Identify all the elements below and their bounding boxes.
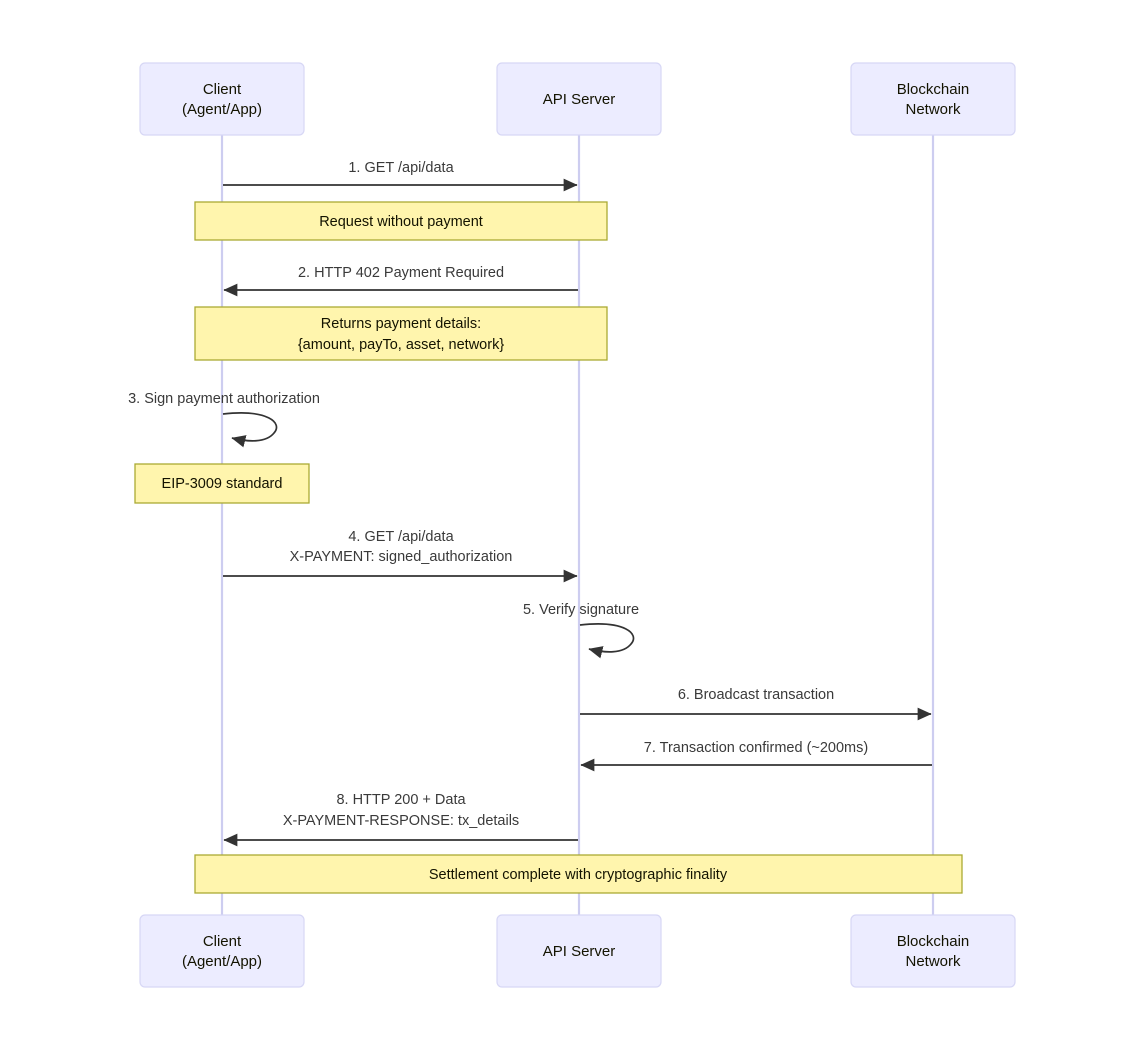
- actor-label-client-bottom-line2: (Agent/App): [182, 953, 262, 970]
- message-4-label-line2: X-PAYMENT: signed_authorization: [290, 549, 513, 565]
- note-box-returns-payment-details[interactable]: [194, 306, 608, 361]
- actor-label-api-server-top-line1: API Server: [543, 91, 616, 108]
- actor-label-client-bottom-line1: Client: [203, 933, 242, 950]
- message-5-verify-signature[interactable]: 5. Verify signature: [523, 602, 639, 659]
- message-6-broadcast-transaction[interactable]: 6. Broadcast transaction: [580, 687, 932, 721]
- message-2-label: 2. HTTP 402 Payment Required: [298, 265, 504, 281]
- message-1-get-api-data[interactable]: 1. GET /api/data: [223, 160, 578, 192]
- message-7-transaction-confirmed[interactable]: 7. Transaction confirmed (~200ms): [580, 740, 932, 772]
- actor-footer-blockchain-network[interactable]: Blockchain Network: [850, 914, 1016, 988]
- actor-header-client[interactable]: Client (Agent/App): [139, 62, 305, 136]
- message-6-label: 6. Broadcast transaction: [678, 687, 834, 703]
- note-text-returns-payment-details-line1: Returns payment details:: [321, 316, 481, 332]
- note-returns-payment-details[interactable]: Returns payment details: {amount, payTo,…: [194, 306, 608, 361]
- actor-label-blockchain-top-line2: Network: [905, 101, 961, 118]
- note-text-returns-payment-details-line2: {amount, payTo, asset, network}: [298, 337, 504, 353]
- message-1-label: 1. GET /api/data: [348, 160, 454, 176]
- message-8-label-line1: 8. HTTP 200 + Data: [336, 792, 466, 808]
- actor-box-blockchain-network-top[interactable]: [850, 62, 1016, 136]
- actor-label-blockchain-bottom-line1: Blockchain: [897, 933, 970, 950]
- actor-box-blockchain-network-bottom[interactable]: [850, 914, 1016, 988]
- message-3-sign-payment-authorization[interactable]: 3. Sign payment authorization: [128, 391, 320, 448]
- actor-box-client-top[interactable]: [139, 62, 305, 136]
- lifelines-group: [220, 135, 935, 916]
- note-request-without-payment[interactable]: Request without payment: [194, 201, 608, 241]
- note-text-request-without-payment: Request without payment: [319, 214, 483, 230]
- note-box-request-without-payment[interactable]: [194, 201, 608, 241]
- actor-label-api-server-bottom-line1: API Server: [543, 943, 616, 960]
- actor-header-api-server[interactable]: API Server: [496, 62, 662, 136]
- message-2-http-402-payment-required[interactable]: 2. HTTP 402 Payment Required: [223, 265, 578, 297]
- actor-header-blockchain-network[interactable]: Blockchain Network: [850, 62, 1016, 136]
- message-3-self-loop-arrow: [222, 412, 278, 448]
- actor-box-api-server-top[interactable]: [496, 62, 662, 136]
- note-text-eip3009-standard: EIP-3009 standard: [162, 476, 283, 492]
- message-5-label: 5. Verify signature: [523, 602, 639, 618]
- message-4-get-api-data-with-payment[interactable]: 4. GET /api/data X-PAYMENT: signed_autho…: [223, 529, 578, 583]
- actor-box-client-bottom[interactable]: [139, 914, 305, 988]
- message-8-http-200-data[interactable]: 8. HTTP 200 + Data X-PAYMENT-RESPONSE: t…: [223, 792, 578, 847]
- actor-label-client-top-line1: Client: [203, 81, 242, 98]
- note-box-settlement-complete[interactable]: [194, 854, 963, 894]
- note-eip3009-standard[interactable]: EIP-3009 standard: [134, 463, 310, 504]
- message-3-label: 3. Sign payment authorization: [128, 391, 320, 407]
- actor-box-api-server-bottom[interactable]: [496, 914, 662, 988]
- message-8-label-line2: X-PAYMENT-RESPONSE: tx_details: [283, 813, 519, 829]
- message-7-label: 7. Transaction confirmed (~200ms): [644, 740, 868, 756]
- note-box-eip3009-standard[interactable]: [134, 463, 310, 504]
- message-5-self-loop-arrow: [579, 623, 635, 659]
- note-text-settlement-complete: Settlement complete with cryptographic f…: [429, 867, 728, 883]
- actor-footer-api-server[interactable]: API Server: [496, 914, 662, 988]
- actor-label-client-top-line2: (Agent/App): [182, 101, 262, 118]
- note-settlement-complete[interactable]: Settlement complete with cryptographic f…: [194, 854, 963, 894]
- actor-footer-client[interactable]: Client (Agent/App): [139, 914, 305, 988]
- actor-label-blockchain-bottom-line2: Network: [905, 953, 961, 970]
- message-4-label-line1: 4. GET /api/data: [348, 529, 454, 545]
- actor-label-blockchain-top-line1: Blockchain: [897, 81, 970, 98]
